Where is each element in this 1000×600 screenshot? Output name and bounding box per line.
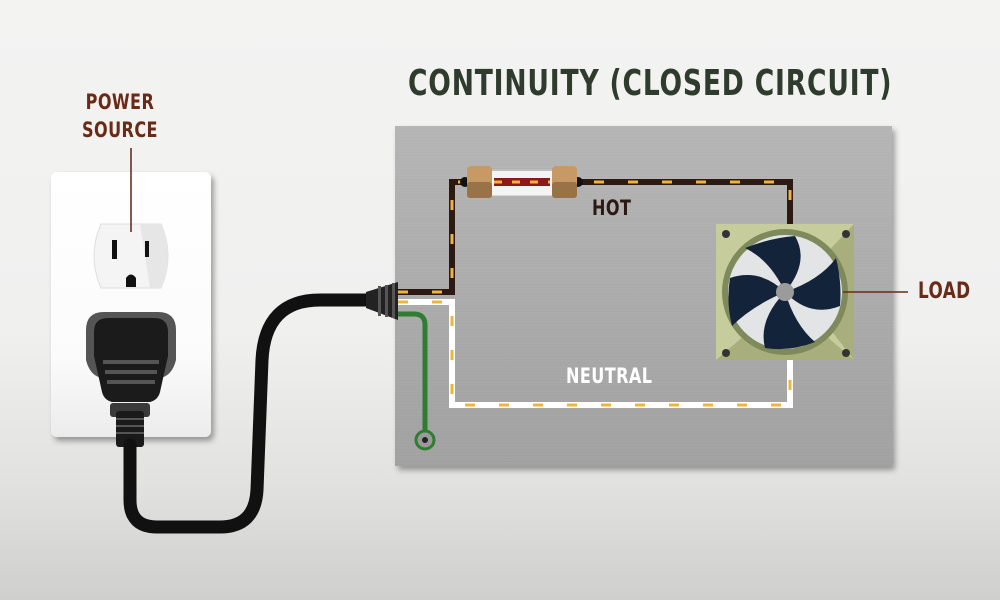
neutral-wire (398, 299, 793, 408)
power-source-line1: POWER (85, 90, 155, 114)
cord-connector (366, 282, 398, 320)
outlet-slot-neutral-icon (145, 241, 149, 257)
outlet-slot-hot-icon (112, 240, 117, 259)
power-plug (86, 312, 176, 447)
outlet-ground-hole-icon (126, 274, 136, 287)
fuse (460, 166, 583, 198)
load-label: LOAD (918, 279, 971, 304)
power-source-line2: SOURCE (82, 118, 158, 142)
hot-wire-label: HOT (592, 196, 632, 220)
fan-load (716, 224, 854, 360)
hot-wire (398, 179, 793, 295)
neutral-wire-label: NEUTRAL (566, 364, 653, 388)
fan-blades-icon (728, 236, 841, 350)
power-cord (123, 293, 379, 534)
ground-wire (398, 311, 436, 451)
power-source-label: POWER SOURCE (82, 88, 158, 144)
diagram-title: CONTINUITY (CLOSED CIRCUIT) (408, 63, 893, 104)
